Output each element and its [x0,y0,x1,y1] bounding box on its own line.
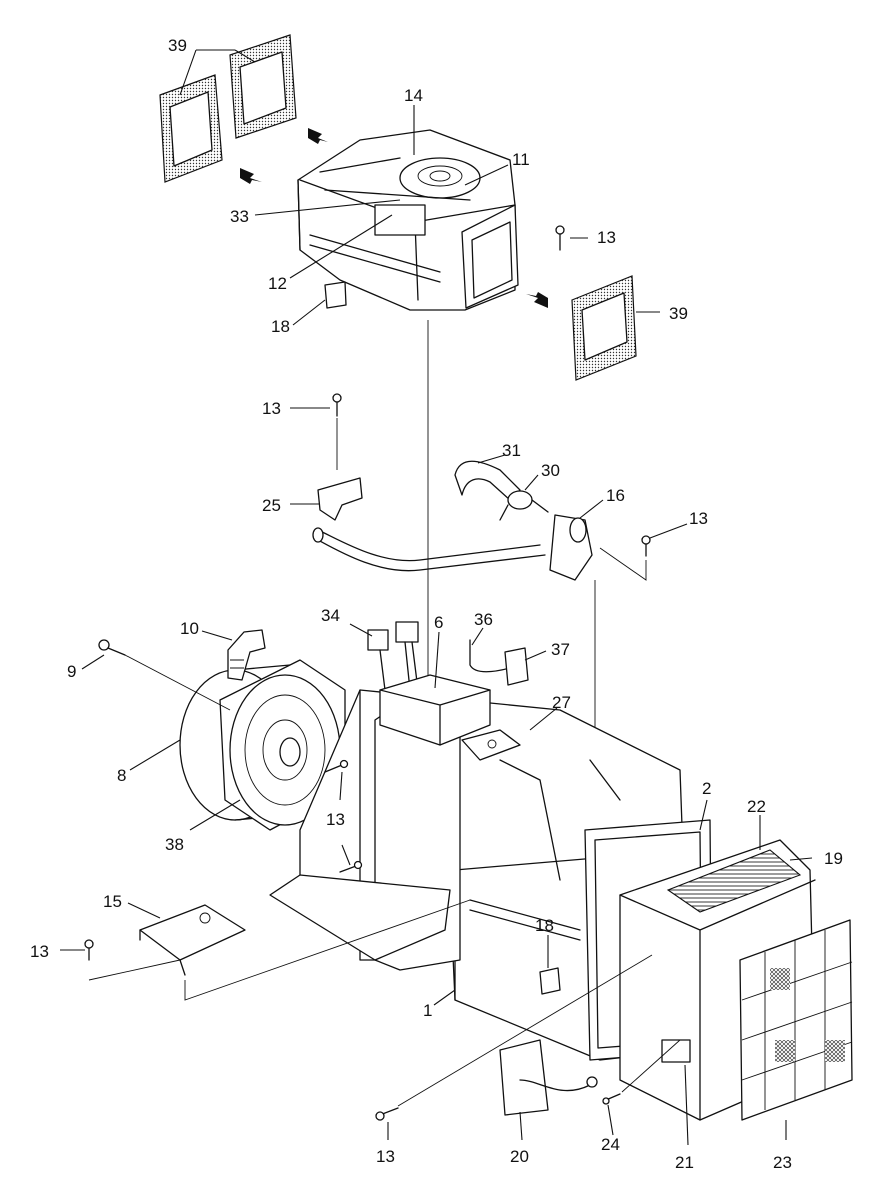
callout-23: 23 [773,1153,792,1172]
resistor-21 [661,1039,691,1063]
callout-30: 30 [541,461,560,480]
plate-27 [461,729,521,761]
callout-25: 25 [262,496,281,515]
valve-30 [499,490,549,521]
clip-18-bottom [539,967,561,995]
callout-13-bottom: 13 [376,1147,395,1166]
water-pipe-long [312,527,546,572]
screw-13-top [555,225,565,251]
connector-34 [367,621,419,691]
vent-grille-22 [666,849,802,913]
leader-lines [60,49,813,1146]
callout-14: 14 [404,86,423,105]
callout-18-top: 18 [271,317,290,336]
screw-13-valve [599,535,651,581]
callout-13-valve: 13 [689,509,708,528]
callout-18-bottom: 18 [535,916,554,935]
bolt-9 [98,639,231,711]
callout-36: 36 [474,610,493,629]
callout-20: 20 [510,1147,529,1166]
clip-18-top [324,281,347,309]
callout-8: 8 [117,766,126,785]
callout-31: 31 [502,441,521,460]
connector-37 [504,647,529,686]
filter-gasket-39-right [571,275,637,381]
base-tray [269,874,451,961]
callout-15: 15 [103,892,122,911]
callout-27: 27 [552,693,571,712]
callout-2: 2 [702,779,711,798]
motor-20 [499,1039,598,1116]
callout-10: 10 [180,619,199,638]
bracket-15 [139,904,246,976]
fan-housing-38 [219,659,346,831]
callout-13-bracket: 13 [262,399,281,418]
callout-13-body: 13 [326,810,345,829]
wire-36 [469,639,511,673]
callout-33: 33 [230,207,249,226]
callout-21: 21 [675,1153,694,1172]
callout-37: 37 [551,640,570,659]
callout-34: 34 [321,606,340,625]
screw-13-bracket [332,393,342,470]
callout-24: 24 [601,1135,620,1154]
hose-10 [227,629,266,681]
callout-13-left: 13 [30,942,49,961]
screw-13-bracket15 [84,899,471,1001]
screw-24 [602,1039,681,1105]
callout-12: 12 [268,274,287,293]
airflow-arrows [240,128,548,308]
callout-13-top: 13 [597,228,616,247]
callout-39-top: 39 [168,36,187,55]
callout-22: 22 [747,797,766,816]
callout-6: 6 [434,613,443,632]
filter-23 [739,919,853,1121]
callout-1: 1 [423,1001,432,1020]
callout-38: 38 [165,835,184,854]
screw-13-body-b [339,860,363,873]
callout-11: 11 [512,150,530,169]
cover-6 [379,674,491,746]
screw-13-body-a [324,759,349,773]
screw-13-bottom [375,954,653,1121]
filter-gasket-39-left [159,74,223,183]
pipe-clamp-25 [317,477,363,521]
callout-19: 19 [824,849,843,868]
callout-39-right: 39 [669,304,688,323]
callout-labels: 39 14 11 33 13 12 18 39 13 31 30 25 16 1… [30,36,843,1172]
upper-air-housing-11 [297,129,519,311]
callout-16: 16 [606,486,625,505]
valve-bracket-16 [549,514,593,581]
callout-9: 9 [67,662,76,681]
filter-gasket-39-middle [229,34,297,139]
